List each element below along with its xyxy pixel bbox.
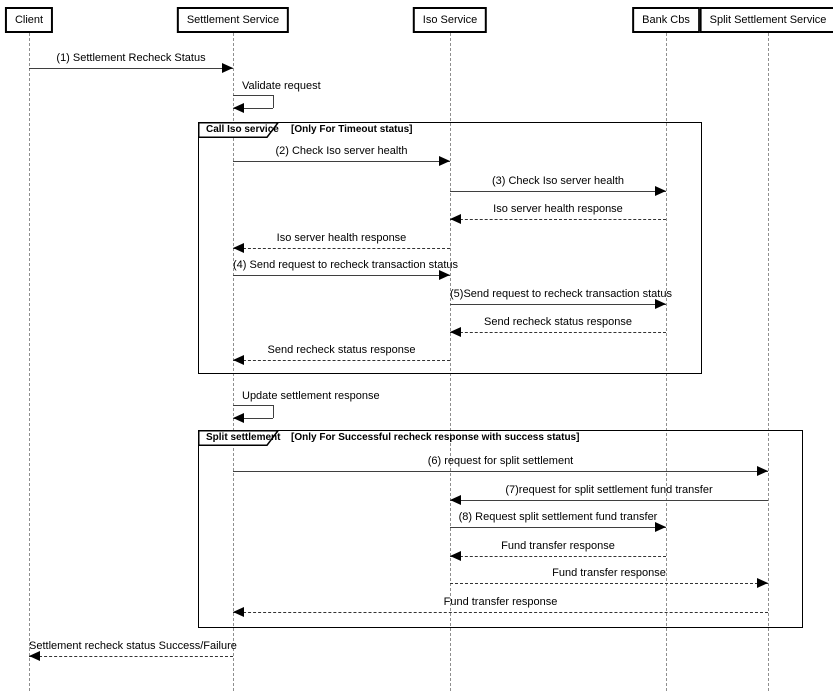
message-line bbox=[273, 95, 274, 108]
fragment-guard: [Only For Successful recheck response wi… bbox=[291, 432, 580, 443]
message-line bbox=[233, 161, 450, 162]
message-line bbox=[29, 68, 233, 69]
lifeline-head: Settlement Service bbox=[176, 7, 290, 33]
fragment-frame: Call Iso service [Only For Timeout status… bbox=[197, 121, 702, 374]
arrowhead-icon bbox=[439, 270, 450, 280]
fragment-tab bbox=[197, 121, 280, 139]
arrowhead-icon bbox=[233, 103, 244, 113]
message-label: Update settlement response bbox=[242, 390, 380, 402]
lifeline-name: Settlement Service bbox=[186, 14, 280, 26]
message-label: Fund transfer response bbox=[501, 540, 615, 552]
lifeline-name: Iso Service bbox=[422, 14, 478, 26]
lifeline-name: Client bbox=[14, 14, 44, 26]
arrowhead-icon bbox=[233, 355, 244, 365]
message-label: (2) Check Iso server health bbox=[275, 145, 408, 157]
message-line bbox=[450, 332, 666, 333]
fragment-frame: Split settlement [Only For Successful rec… bbox=[197, 429, 803, 628]
lifeline-line bbox=[28, 33, 30, 691]
arrowhead-icon bbox=[450, 495, 461, 505]
fragment-tab bbox=[197, 429, 280, 447]
message-line bbox=[233, 275, 450, 276]
arrowhead-icon bbox=[233, 243, 244, 253]
arrowhead-icon bbox=[655, 186, 666, 196]
lifeline-head: Bank Cbs bbox=[632, 7, 700, 33]
message-line bbox=[450, 304, 666, 305]
arrowhead-icon bbox=[655, 299, 666, 309]
message-label: (3) Check Iso server health bbox=[491, 175, 625, 187]
message-label: Iso server health response bbox=[493, 203, 623, 215]
message-label: Send recheck status response bbox=[484, 316, 632, 328]
arrowhead-icon bbox=[757, 466, 768, 476]
message-line bbox=[233, 405, 273, 406]
message-label: (8) Request split settlement fund transf… bbox=[458, 511, 658, 523]
arrowhead-icon bbox=[29, 651, 40, 661]
message-label: Iso server health response bbox=[276, 232, 407, 244]
arrowhead-icon bbox=[222, 63, 233, 73]
lifeline-head: Split Settlement Service bbox=[699, 7, 833, 33]
arrowhead-icon bbox=[450, 551, 461, 561]
lifeline-head: Iso Service bbox=[412, 7, 488, 33]
arrowhead-icon bbox=[439, 156, 450, 166]
message-line bbox=[450, 191, 666, 192]
arrowhead-icon bbox=[450, 327, 461, 337]
lifeline-name: Bank Cbs bbox=[642, 14, 690, 26]
lifeline-head: Client bbox=[4, 7, 54, 33]
message-line bbox=[233, 95, 273, 96]
message-label: Send recheck status response bbox=[267, 344, 416, 356]
message-label: Validate request bbox=[242, 80, 321, 92]
message-line bbox=[450, 500, 768, 501]
lifeline-line bbox=[665, 33, 667, 691]
message-label: (6) request for split settlement bbox=[427, 455, 574, 467]
message-label: Fund transfer response bbox=[443, 596, 558, 608]
fragment-guard: [Only For Timeout status] bbox=[291, 124, 413, 135]
arrowhead-icon bbox=[450, 214, 461, 224]
message-line bbox=[233, 471, 768, 472]
message-line bbox=[29, 656, 233, 657]
arrowhead-icon bbox=[233, 607, 244, 617]
lifeline-name: Split Settlement Service bbox=[709, 14, 827, 26]
message-line bbox=[233, 612, 768, 613]
message-line bbox=[450, 556, 666, 557]
message-line bbox=[273, 405, 274, 418]
message-label: Settlement recheck status Success/Failur… bbox=[29, 640, 237, 652]
lifeline-line bbox=[449, 33, 451, 691]
arrowhead-icon bbox=[757, 578, 768, 588]
message-label: (7)request for split settlement fund tra… bbox=[505, 484, 713, 496]
message-line bbox=[450, 583, 768, 584]
message-label: (5)Send request to recheck transaction s… bbox=[450, 288, 672, 300]
message-line bbox=[233, 248, 450, 249]
message-line bbox=[450, 219, 666, 220]
lifeline-line bbox=[767, 33, 769, 691]
fragment-label: Call Iso service bbox=[206, 124, 279, 135]
arrowhead-icon bbox=[655, 522, 666, 532]
arrowhead-icon bbox=[233, 413, 244, 423]
message-line bbox=[233, 360, 450, 361]
message-line bbox=[233, 418, 273, 419]
message-label: (1) Settlement Recheck Status bbox=[56, 52, 206, 64]
message-line bbox=[450, 527, 666, 528]
fragment-label: Split settlement bbox=[206, 432, 281, 443]
message-label: (4) Send request to recheck transaction … bbox=[233, 259, 459, 271]
message-line bbox=[233, 108, 273, 109]
message-label: Fund transfer response bbox=[552, 567, 666, 579]
